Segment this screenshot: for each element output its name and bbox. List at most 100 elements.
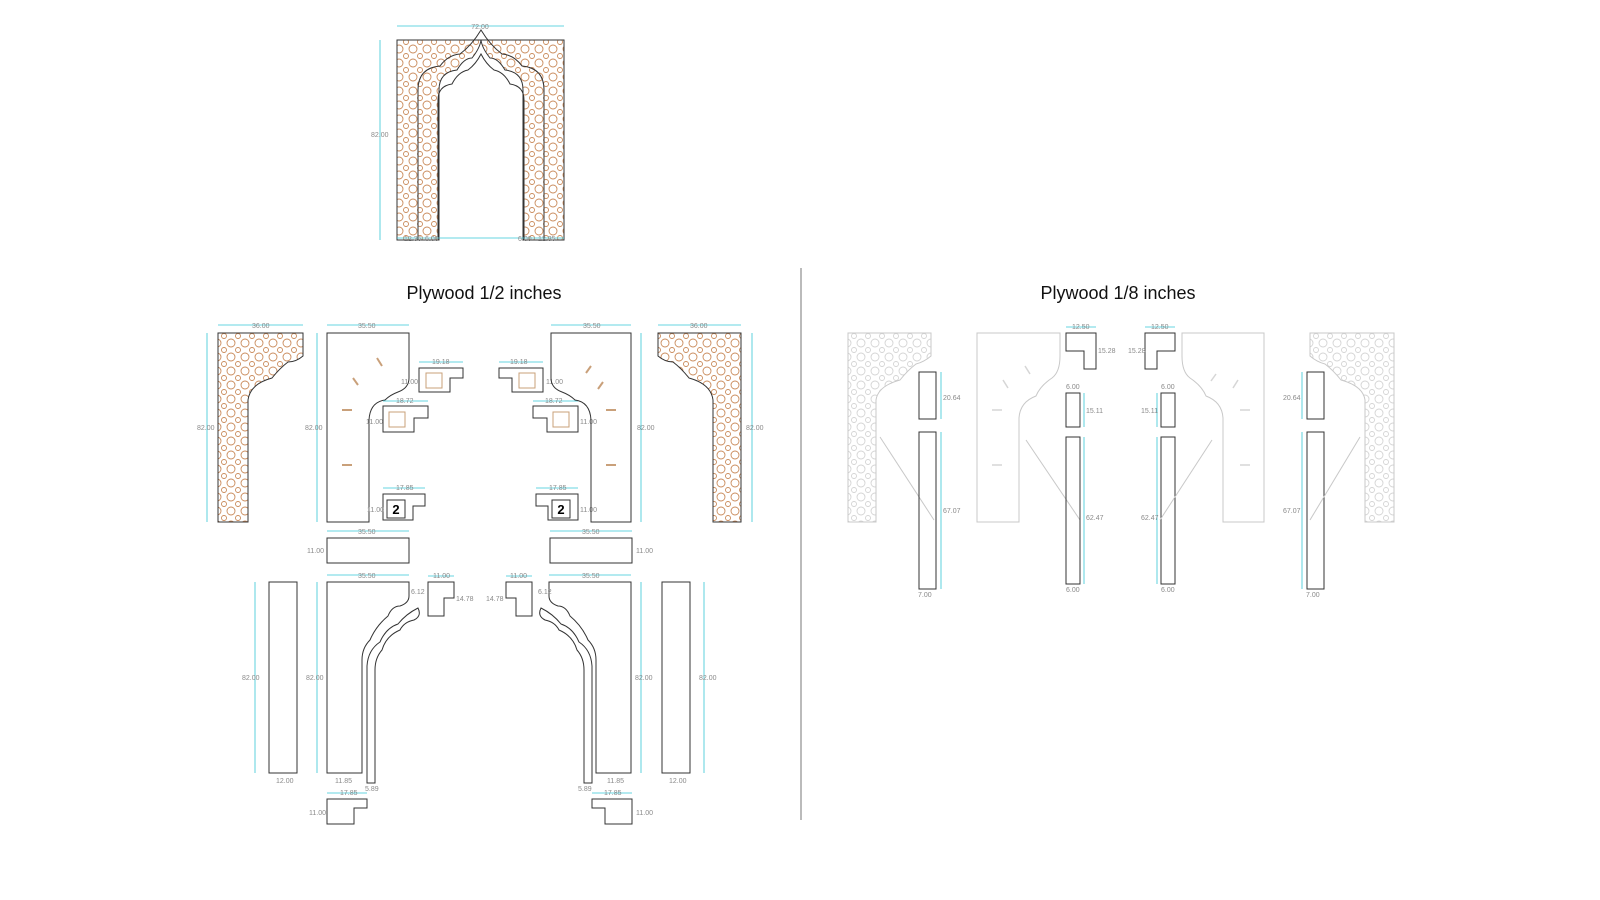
block-top-right: 19.18 11.00 [498,359,563,393]
svg-text:6.12: 6.12 [538,589,552,596]
svg-text:17.85: 17.85 [340,790,358,797]
svg-text:12.00: 12.00 [276,778,294,785]
svg-text:17.85: 17.85 [396,485,414,492]
svg-text:17.85: 17.85 [604,790,622,797]
svg-text:12.50: 12.50 [1072,324,1090,331]
section-title-half-inch: Plywood 1/2 inches [406,283,562,303]
svg-text:82.00: 82.00 [305,425,323,432]
svg-text:82.00: 82.00 [306,675,324,682]
arch-bottom-dim-1: 12.35 [404,236,422,243]
svg-text:82.00: 82.00 [197,425,215,432]
svg-text:82.00: 82.00 [635,675,653,682]
svg-text:5.89: 5.89 [365,786,379,793]
svg-text:35.50: 35.50 [583,323,601,330]
svg-text:12.00: 12.00 [669,778,687,785]
arch-width-dim: 72.00 [471,24,489,31]
section-title-eighth-inch: Plywood 1/8 inches [1040,283,1196,303]
post-right: 82.00 12.00 [661,581,717,785]
svg-text:35.50: 35.50 [358,323,376,330]
ghost-arch-side-right [1159,332,1265,523]
strip-b-right: 6.00 15.11 62.47 6.00 [1141,384,1176,594]
strip-a-left: 20.64 67.07 7.00 [918,371,961,599]
foot-right: 17.85 11.00 [591,790,653,825]
block-mid-left: 18.72 11.00 [366,398,429,433]
svg-text:35.50: 35.50 [358,529,376,536]
header-right: 35.50 11.00 [549,529,653,564]
ornament-panel-right: 36.00 82.00 [657,323,764,523]
svg-text:17.85: 17.85 [549,485,567,492]
svg-text:11.00: 11.00 [367,507,384,514]
svg-text:2: 2 [557,502,564,517]
svg-text:11.00: 11.00 [366,419,383,426]
corner-left: 11.00 14.78 [427,573,474,617]
svg-text:82.00: 82.00 [242,675,260,682]
svg-text:11.00: 11.00 [401,379,418,386]
svg-text:67.07: 67.07 [943,508,961,515]
header-left: 35.50 11.00 [307,529,410,564]
svg-text:18.72: 18.72 [396,398,414,405]
svg-text:35.50: 35.50 [582,573,600,580]
svg-text:35.50: 35.50 [358,573,376,580]
svg-text:11.00: 11.00 [433,573,450,580]
svg-text:11.00: 11.00 [580,419,597,426]
svg-text:7.00: 7.00 [918,592,932,599]
svg-text:14.78: 14.78 [486,596,504,603]
corner-right: 11.00 14.78 [486,573,533,617]
svg-text:6.00: 6.00 [1161,587,1175,594]
arch-side-left: 35.50 82.00 [305,323,410,523]
svg-text:6.00: 6.00 [1066,384,1080,391]
svg-text:11.00: 11.00 [546,379,563,386]
arch-bottom-dim-2: 6.00 [425,236,439,243]
svg-text:7.00: 7.00 [1306,592,1320,599]
post-left: 82.00 12.00 [242,581,298,785]
svg-text:62.47: 62.47 [1086,515,1104,522]
svg-text:12.50: 12.50 [1151,324,1169,331]
svg-text:82.00: 82.00 [699,675,717,682]
block-top-left: 19.18 11.00 [401,359,464,393]
svg-text:35.50: 35.50 [582,529,600,536]
svg-text:6.00: 6.00 [1161,384,1175,391]
frame-left: 35.50 82.00 6.12 11.85 [306,573,425,785]
foot-left: 17.85 11.00 [309,790,368,825]
ornament-panel-left: 36.00 82.00 [197,323,304,523]
curve-strip-left: 5.89 [365,607,420,793]
ghost-arch-side-left [976,332,1081,523]
arch-height-dim: 82.00 [371,132,389,139]
svg-text:14.78: 14.78 [456,596,474,603]
svg-text:36.00: 36.00 [690,323,708,330]
svg-text:11.00: 11.00 [309,810,326,817]
svg-text:15.28: 15.28 [1098,348,1116,355]
strip-a-right: 20.64 67.07 7.00 [1283,371,1325,599]
cap-right: 12.50 15.28 [1128,324,1176,370]
svg-text:11.00: 11.00 [580,507,597,514]
svg-text:19.18: 19.18 [432,359,450,366]
arch-bottom-dim-3: 6.00 [518,236,532,243]
svg-text:15.28: 15.28 [1128,348,1146,355]
svg-text:82.00: 82.00 [746,425,764,432]
arch-bottom-dim-4: 12.35 [538,236,556,243]
svg-text:5.89: 5.89 [578,786,592,793]
svg-text:62.47: 62.47 [1141,515,1159,522]
cap-left: 12.50 15.28 [1065,324,1116,370]
frame-right: 35.50 82.00 6.12 11.85 [538,573,653,785]
svg-text:6.12: 6.12 [411,589,425,596]
svg-text:36.00: 36.00 [252,323,270,330]
svg-text:19.18: 19.18 [510,359,528,366]
arch-side-right: 35.50 82.00 [550,323,655,523]
svg-text:6.00: 6.00 [1066,587,1080,594]
curve-strip-right: 5.89 [539,607,593,793]
svg-text:82.00: 82.00 [637,425,655,432]
svg-text:2: 2 [392,502,399,517]
block-low-left: 2 17.85 11.00 [367,485,426,521]
block-mid-right: 18.72 11.00 [532,398,597,433]
svg-text:11.00: 11.00 [636,548,653,555]
svg-text:20.64: 20.64 [943,395,961,402]
svg-text:11.00: 11.00 [636,810,653,817]
ghost-ornament-right [1309,332,1395,523]
assembled-arch: 72.00 82.00 12.35 6.00 6.00 12.35 [371,24,565,243]
block-low-right: 2 17.85 11.00 [535,485,597,521]
svg-text:15.11: 15.11 [1086,408,1103,415]
svg-text:67.07: 67.07 [1283,508,1301,515]
svg-text:11.00: 11.00 [510,573,527,580]
